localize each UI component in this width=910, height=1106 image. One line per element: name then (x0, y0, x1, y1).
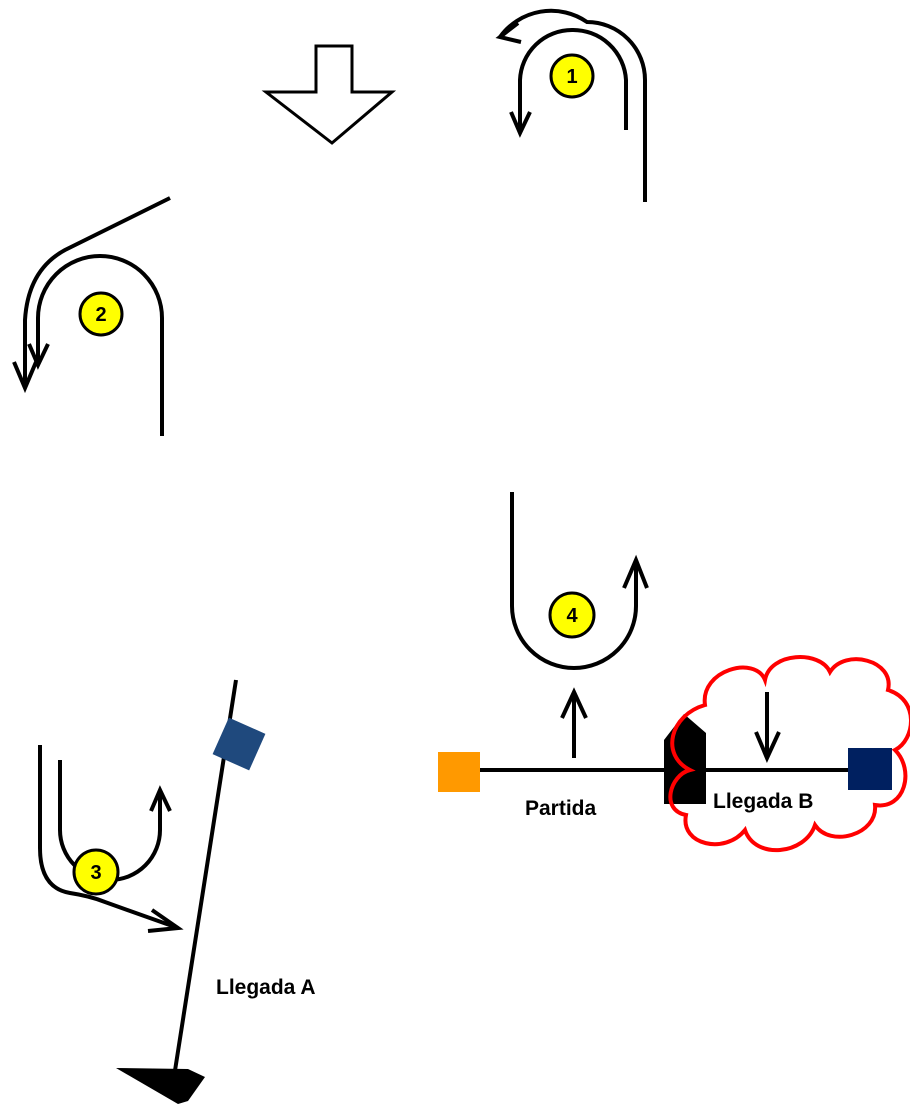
badge-1: 1 (549, 53, 595, 99)
wind-direction-arrow (261, 44, 397, 145)
mark-2-outer-arrowhead (12, 361, 38, 394)
finish-a-mark (212, 717, 266, 771)
finish-b-mark (848, 748, 892, 790)
start-arrow-head (560, 687, 588, 719)
mark-3-inner-arrowhead (149, 785, 172, 812)
start-label: Partida (525, 797, 597, 820)
badge-4: 4 (548, 591, 596, 639)
mark-1-outer-arrowhead (495, 21, 522, 44)
mark-2-inner-arrowhead (27, 343, 50, 370)
finish-line-b (668, 655, 910, 853)
finish-b-cloud (668, 655, 910, 853)
mark-4-rounding (510, 492, 649, 670)
badge-3: 3 (72, 848, 120, 896)
badge-2-number: 2 (95, 304, 106, 326)
mark-2-inner-path (36, 254, 164, 436)
mark-4-path (510, 492, 638, 670)
badge-3-number: 3 (90, 862, 101, 884)
badge-1-number: 1 (566, 66, 577, 88)
badge-2: 2 (78, 291, 124, 337)
finish-b-label: Llegada B (713, 790, 813, 813)
finish-a-committee-boat (116, 1068, 205, 1104)
mark-2-rounding (12, 196, 171, 436)
mark-3-outer-path (38, 745, 179, 930)
mark-1-inner-path (518, 27, 628, 133)
mark-4-arrowhead (622, 554, 649, 589)
mark-1-inner-arrowhead (509, 111, 532, 138)
finish-b-arrow-head (754, 731, 781, 763)
badge-4-number: 4 (566, 605, 578, 627)
finish-a-label: Llegada A (216, 976, 316, 999)
mark-3-rounding (38, 745, 184, 933)
start-line (438, 687, 670, 792)
mark-2-outer-path (23, 196, 171, 388)
start-pin-mark (438, 752, 480, 792)
mark-3-outer-arrowhead (147, 908, 184, 933)
finish-line-a (116, 679, 266, 1104)
mark-1-rounding (495, 8, 647, 202)
mark-1-outer-path (498, 8, 647, 202)
